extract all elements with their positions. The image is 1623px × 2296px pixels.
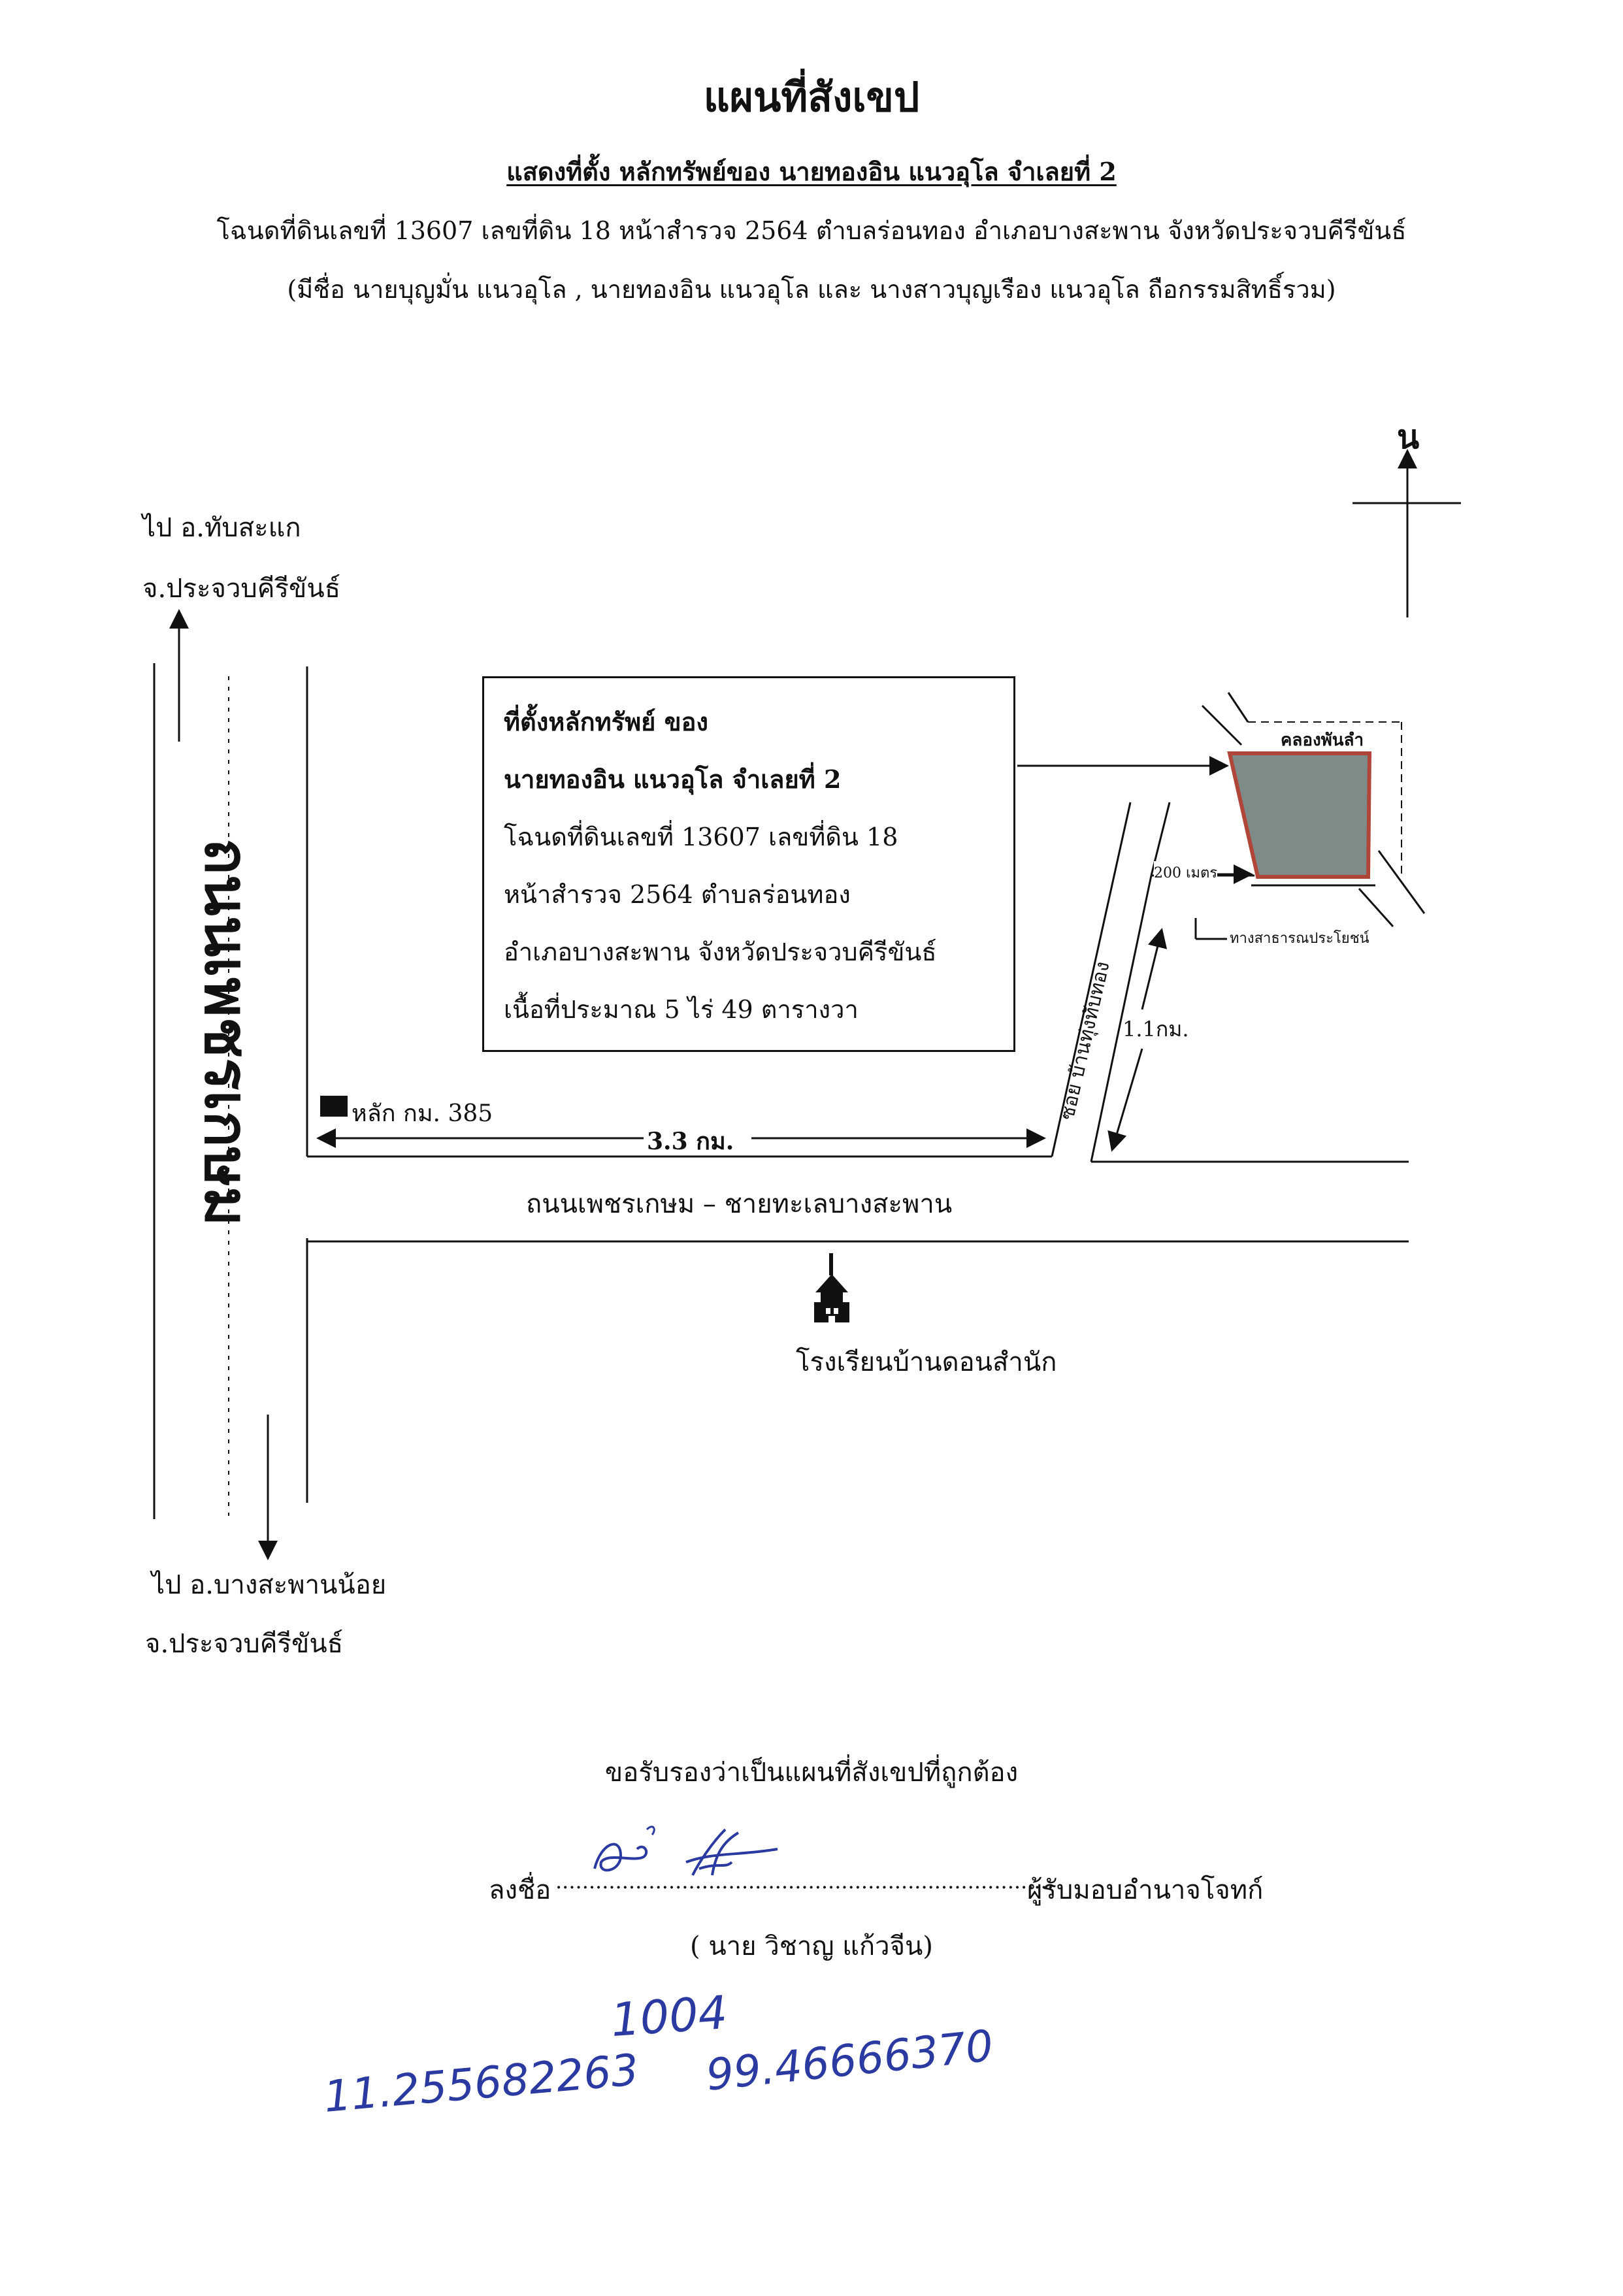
box-line-3: โฉนดที่ดินเลขที่ 13607 เลขที่ดิน 18 (504, 823, 898, 851)
box-line-6: เนื้อที่ประมาณ 5 ไร่ 49 ตารางวา (504, 995, 859, 1024)
distance-200: 200 เมตร (1154, 861, 1218, 884)
deed-line: โฉนดที่ดินเลขที่ 13607 เลขที่ดิน 18 หน้า… (216, 216, 1407, 245)
sign-prefix: ลงชื่อ (489, 1875, 551, 1905)
km-marker-icon (320, 1096, 348, 1117)
school-label: โรงเรียนบ้านดอนสำนัก (796, 1347, 1057, 1377)
highway-name: ถนนเพชรเกษม (191, 838, 262, 1226)
signer-name: ( นาย วิชาญ แก้วจีน) (690, 1931, 933, 1961)
land-parcel (1227, 751, 1372, 879)
north-label: น (1397, 418, 1420, 456)
owners-line: (มีชื่อ นายบุญมั่น แนวอุโล , นายทองอิน แ… (287, 275, 1336, 304)
to-north-label-1: ไป อ.ทับสะแก (142, 513, 301, 543)
signature (593, 1826, 778, 1876)
main-road-name: ถนนเพชรเกษม – ชายทะเลบางสะพาน (526, 1189, 953, 1219)
map-title: แผนที่สังเขป (703, 73, 920, 121)
box-line-4: หน้าสำรวจ 2564 ตำบลร่อนทอง (504, 880, 851, 909)
handwritten-number: 1004 (609, 1985, 729, 2048)
to-north-label-2: จ.ประจวบคีรีขันธ์ (142, 574, 341, 604)
to-south-label-1: ไป อ.บางสะพานน้อย (152, 1570, 387, 1600)
public-way-label: ทางสาธารณประโยชน์ (1230, 930, 1369, 947)
box-line-2: นายทองอิน แนวอุโล จำเลยที่ 2 (504, 764, 842, 794)
north-arrow-icon (1352, 449, 1461, 617)
box-line-5: อำเภอบางสะพาน จังหวัดประจวบคีรีขันธ์ (504, 938, 937, 966)
signature-dots: ........................................… (555, 1869, 1054, 1894)
map-subtitle: แสดงที่ตั้ง หลักทรัพย์ของ นายทองอิน แนวอ… (506, 157, 1117, 186)
canal-label: คลองพันลำ (1281, 730, 1364, 750)
box-line-1: ที่ตั้งหลักทรัพย์ ของ (504, 707, 708, 736)
certification-statement: ขอรับรองว่าเป็นแผนที่สังเขปที่ถูกต้อง (604, 1758, 1019, 1788)
school-icon (814, 1253, 849, 1322)
distance-main: 3.3 กม. (647, 1128, 734, 1155)
distance-soi: 1.1กม. (1123, 1017, 1189, 1041)
property-info-box: ที่ตั้งหลักทรัพย์ ของ นายทองอิน แนวอุโล … (482, 676, 1015, 1052)
sign-suffix: ผู้รับมอบอำนาจโจทก์ (1027, 1875, 1264, 1905)
km-marker-label: หลัก กม. 385 (352, 1100, 493, 1127)
soi-name: ซอย บ้านทุ่งทับทอง (1056, 959, 1115, 1122)
to-south-label-2: จ.ประจวบคีรีขันธ์ (145, 1629, 344, 1659)
